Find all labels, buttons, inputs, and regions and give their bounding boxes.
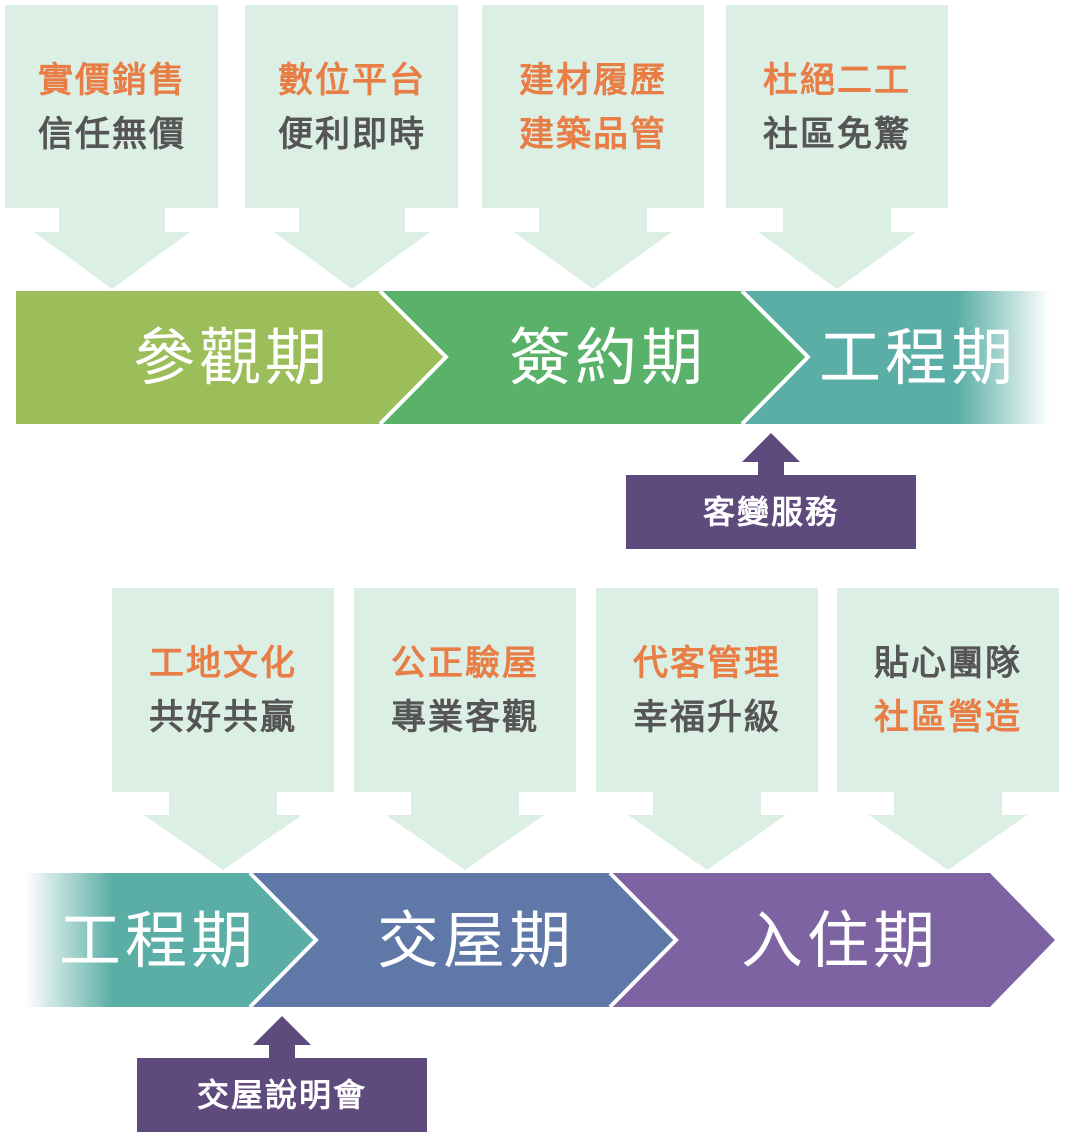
callout-box xyxy=(626,475,916,549)
stage-label-movein: 入住期 xyxy=(741,904,939,977)
stage-label-visit: 參觀期 xyxy=(133,321,331,394)
callout-box xyxy=(137,1058,427,1132)
top-card-3: 杜絕二工 社區免驚 xyxy=(726,5,948,289)
card-shape xyxy=(5,5,218,289)
stage-divider xyxy=(378,289,449,426)
card-line1: 數位平台 xyxy=(278,61,426,101)
card-line1: 代客管理 xyxy=(632,643,781,684)
stage-construction-shape xyxy=(742,291,1050,424)
card-line1: 公正驗屋 xyxy=(391,644,539,684)
card-shape xyxy=(245,5,458,289)
top-card-2: 建材履歷 建築品管 xyxy=(482,5,704,289)
card-line1: 杜絕二工 xyxy=(763,61,911,101)
card-shape xyxy=(482,5,704,289)
card-line2: 共好共贏 xyxy=(149,698,297,738)
top-card-1: 數位平台 便利即時 xyxy=(245,5,458,289)
card-shape xyxy=(596,588,818,870)
card-line2: 建築品管 xyxy=(519,115,667,155)
card-line1: 貼心團隊 xyxy=(874,644,1022,684)
stage-visit-shape xyxy=(16,291,446,424)
stage-handover-shape xyxy=(250,873,676,1007)
card-shape xyxy=(354,588,576,870)
card-line2: 幸福升級 xyxy=(633,698,781,738)
stage-movein-shape xyxy=(610,873,1055,1007)
stage-construction-shape xyxy=(25,873,316,1007)
stage-label-construction: 工程期 xyxy=(819,321,1017,394)
bottom-card-3: 貼心團隊 社區營造 xyxy=(837,588,1059,870)
bottom-card-1: 公正驗屋 專業客觀 xyxy=(354,588,576,870)
card-shape xyxy=(112,588,334,870)
card-shape xyxy=(726,5,948,289)
stage-divider xyxy=(248,871,319,1009)
up-arrow-icon xyxy=(742,433,800,476)
card-line1: 實價銷售 xyxy=(38,60,186,101)
stage-label-construction: 工程期 xyxy=(59,904,257,977)
top-card-0: 實價銷售 信任無價 xyxy=(5,5,218,289)
bottom-card-2: 代客管理 幸福升級 xyxy=(596,588,818,870)
card-line2: 社區免驚 xyxy=(763,115,911,155)
stage-label-sign: 簽約期 xyxy=(509,321,707,394)
callout-label: 客變服務 xyxy=(703,493,839,531)
card-shape xyxy=(837,588,1059,870)
callout-handover-briefing: 交屋說明會 xyxy=(137,1016,427,1132)
bottom-stage-bar: 工程期 交屋期 入住期 xyxy=(25,871,1055,1009)
card-line2: 信任無價 xyxy=(38,115,186,155)
card-line1: 工地文化 xyxy=(149,644,297,684)
card-line2: 專業客觀 xyxy=(391,697,539,738)
stage-divider xyxy=(608,871,679,1009)
top-stage-bar: 參觀期 簽約期 工程期 xyxy=(16,289,1050,426)
stage-label-handover: 交屋期 xyxy=(377,904,575,977)
stage-divider xyxy=(740,289,811,426)
bottom-card-0: 工地文化 共好共贏 xyxy=(112,588,334,870)
callout-change-service: 客變服務 xyxy=(626,433,916,549)
card-line2: 便利即時 xyxy=(278,115,426,155)
callout-label: 交屋說明會 xyxy=(197,1076,367,1114)
up-arrow-icon xyxy=(253,1016,311,1059)
card-line1: 建材履歷 xyxy=(519,61,667,101)
card-line2: 社區營造 xyxy=(874,698,1022,738)
stage-sign-shape xyxy=(380,291,808,424)
